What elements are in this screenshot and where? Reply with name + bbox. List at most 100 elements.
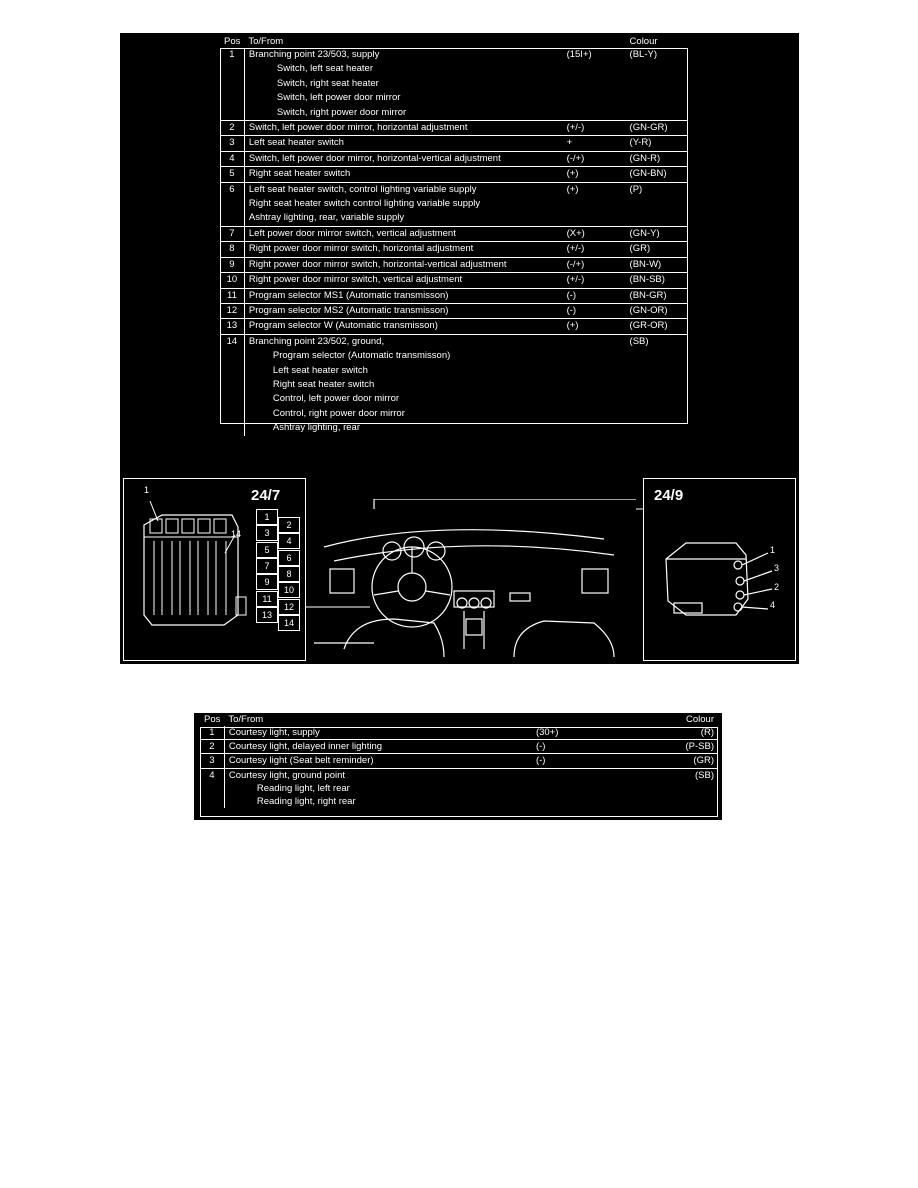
- header-tofrom: To/From: [248, 36, 284, 47]
- description-cell: Reading light, left rear: [256, 782, 350, 794]
- table-header-row: Pos To/From Colour: [200, 713, 718, 726]
- pin-cell: 10: [278, 582, 300, 599]
- description-cell: Control, left power door mirror: [272, 393, 400, 405]
- colour-cell: (GN-Y): [625, 225, 688, 242]
- pin-cell: 13: [256, 606, 278, 623]
- signal-cell: [563, 77, 626, 91]
- pos-cell: 4: [200, 767, 225, 782]
- signal-cell: (X+): [562, 225, 626, 242]
- colour-cell: [626, 91, 688, 105]
- colour-cell: [626, 211, 688, 226]
- pin-cell: 1: [256, 509, 278, 525]
- header-pos: Pos: [224, 36, 241, 47]
- header-pos: Pos: [204, 714, 221, 725]
- connector-24-9-label: 24/9: [654, 487, 684, 504]
- description-cell: Branching point 23/502, ground,: [244, 333, 563, 350]
- pos-cell: [200, 795, 225, 809]
- signal-cell: [563, 62, 626, 76]
- pos-cell: [220, 91, 245, 106]
- pos-cell: 11: [220, 287, 245, 304]
- callout-label: 1: [144, 485, 150, 495]
- dashboard-illustration: [314, 499, 636, 658]
- signal-cell: [563, 407, 626, 421]
- pos-cell: [220, 76, 245, 92]
- callout-label: 1: [770, 545, 776, 555]
- description-cell: Reading light, right rear: [256, 796, 356, 808]
- signal-cell: [563, 349, 626, 363]
- description-cell: Right power door mirror switch, horizont…: [244, 256, 563, 273]
- pos-cell: 1: [200, 726, 225, 740]
- pin-cell: 5: [256, 541, 278, 558]
- description-cell: Program selector MS1 (Automatic transmis…: [244, 287, 563, 304]
- pin-cell: 4: [278, 533, 300, 550]
- description-cell: Ashtray lighting, rear: [272, 422, 360, 434]
- colour-cell: [626, 197, 688, 211]
- pin-cell: 12: [278, 598, 300, 615]
- pin-cell: 7: [256, 557, 278, 574]
- description-cell: Courtesy light (Seat belt reminder): [224, 753, 532, 769]
- description-cell: Switch, left power door mirror, horizont…: [244, 150, 563, 167]
- table-row: Ashtray lighting, rear, variable supply: [220, 211, 688, 227]
- pin-cell: 14: [278, 614, 300, 631]
- table-row: Reading light, left rear: [200, 781, 718, 796]
- colour-cell: [650, 795, 718, 808]
- pos-cell: [220, 211, 245, 227]
- pos-cell: [200, 781, 225, 796]
- pos-cell: 8: [220, 241, 245, 258]
- pin-cell: 3: [256, 525, 278, 542]
- signal-cell: (+/-): [562, 120, 626, 136]
- pin-cell: 2: [278, 517, 300, 533]
- table-row: Right seat heater switch control lightin…: [220, 197, 688, 212]
- pos-cell: [220, 392, 245, 407]
- pos-cell: [220, 406, 245, 422]
- connector-24-7-drawing: [143, 500, 247, 626]
- colour-cell: (GR-OR): [625, 318, 688, 335]
- colour-cell: (R): [700, 727, 714, 738]
- header-tofrom: To/From: [228, 714, 264, 725]
- table-row: Switch, left seat heater: [220, 62, 688, 77]
- signal-cell: +: [562, 135, 626, 152]
- pos-cell: 10: [220, 272, 245, 288]
- colour-cell: (GN-BN): [625, 166, 688, 183]
- signal-cell: (-): [562, 302, 626, 319]
- signal-cell: (+): [562, 181, 626, 198]
- description-cell: Courtesy light, supply: [228, 727, 320, 738]
- signal-cell: [563, 392, 626, 406]
- colour-cell: (BN-GR): [625, 287, 688, 304]
- header-colour: Colour: [629, 36, 658, 47]
- colour-cell: [626, 392, 688, 406]
- pos-cell: [220, 349, 245, 364]
- description-cell: Program selector MS2 (Automatic transmis…: [244, 302, 563, 319]
- description-cell: Ashtray lighting, rear, variable supply: [248, 212, 405, 224]
- pin-cell: 8: [278, 565, 300, 582]
- description-cell: Left seat heater switch: [272, 364, 368, 376]
- pin-cell: 11: [256, 590, 278, 607]
- pos-cell: 4: [220, 150, 245, 167]
- colour-cell: [626, 407, 688, 421]
- description-cell: Courtesy light, ground point: [224, 767, 532, 782]
- description-cell: Right power door mirror switch, horizont…: [244, 241, 563, 258]
- colour-cell: (GN-R): [625, 150, 688, 167]
- signal-cell: (+): [562, 318, 626, 335]
- colour-cell: (Y-R): [625, 135, 688, 152]
- colour-cell: [650, 782, 718, 795]
- pos-cell: 2: [200, 739, 225, 754]
- pos-cell: [220, 62, 245, 77]
- signal-cell: (+): [562, 166, 626, 183]
- signal-cell: [562, 333, 626, 350]
- pos-cell: [220, 377, 245, 393]
